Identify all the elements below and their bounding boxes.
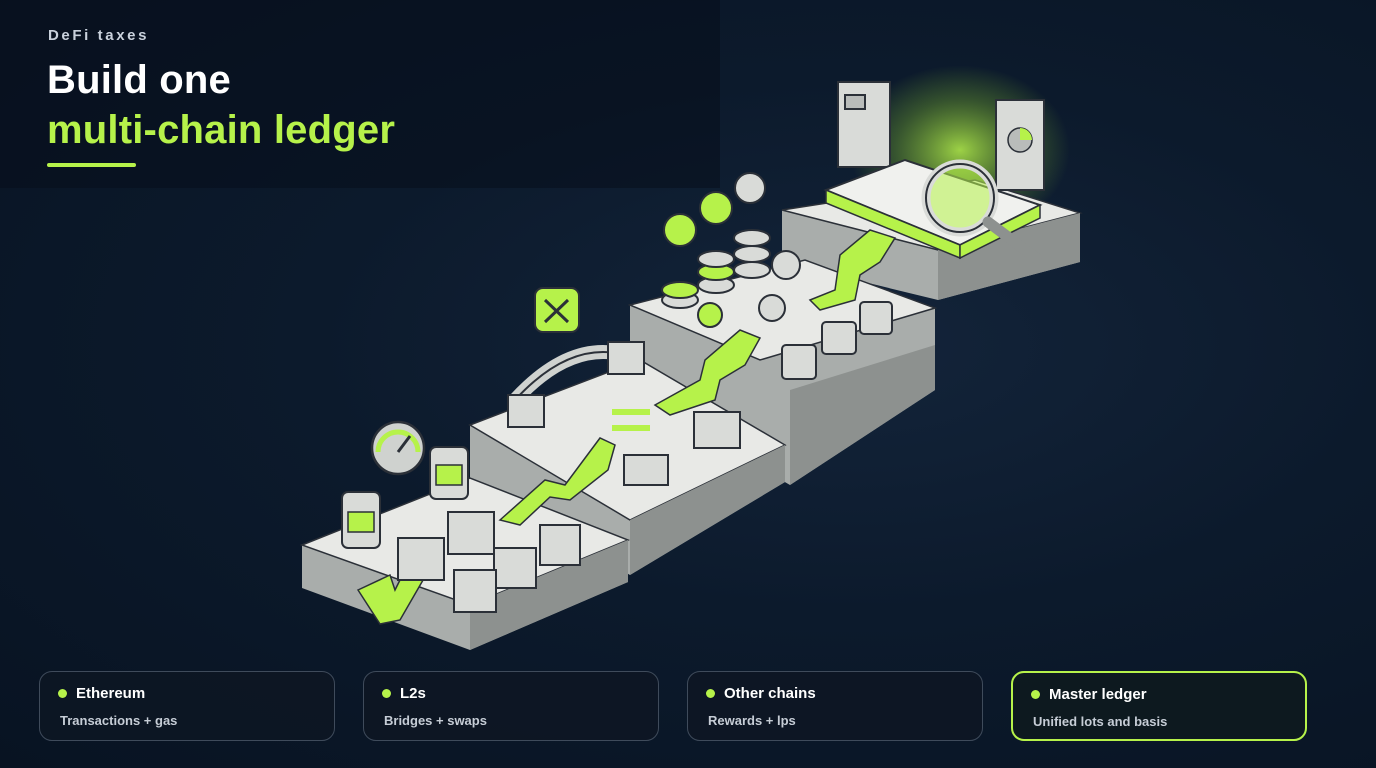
bridge-icon	[507, 341, 645, 428]
document-icon	[837, 81, 891, 168]
ethereum-cube-icon	[623, 411, 741, 486]
card-subtitle: Transactions + gas	[60, 713, 178, 728]
wallet-icon	[781, 301, 893, 380]
card-title: L2s	[400, 685, 426, 702]
card-subtitle: Unified lots and basis	[1033, 714, 1168, 729]
coin-icon	[663, 172, 801, 328]
ethereum-cube-icon	[397, 511, 581, 613]
coin-stack-icon	[661, 229, 771, 309]
card-l2s[interactable]: L2s Bridges + swaps	[363, 671, 659, 741]
magnifying-glass-icon	[921, 159, 1042, 264]
card-title: Other chains	[724, 685, 816, 702]
status-dot	[382, 689, 391, 698]
card-title: Master ledger	[1049, 686, 1147, 703]
title-underline	[47, 163, 136, 167]
fuel-can-icon	[429, 446, 469, 500]
gas-gauge-icon	[370, 420, 426, 476]
status-dot	[58, 689, 67, 698]
pie-chart-icon	[995, 99, 1045, 191]
status-dot	[1031, 690, 1040, 699]
card-title: Ethereum	[76, 685, 146, 702]
card-master-ledger[interactable]: Master ledger Unified lots and basis	[1011, 671, 1307, 741]
card-subtitle: Bridges + swaps	[384, 713, 487, 728]
fuel-can-icon	[341, 491, 381, 549]
eyebrow-label: DeFi taxes	[48, 27, 150, 44]
card-other-chains[interactable]: Other chains Rewards + lps	[687, 671, 983, 741]
status-dot	[706, 689, 715, 698]
swap-arrows-icon	[534, 287, 580, 333]
card-ethereum[interactable]: Ethereum Transactions + gas	[39, 671, 335, 741]
swap-arrows-icon	[612, 409, 650, 431]
page-title-line-1: Build one	[47, 58, 232, 102]
card-subtitle: Rewards + lps	[708, 713, 796, 728]
header-panel: DeFi taxes Build one multi-chain ledger	[0, 0, 720, 188]
page-title-line-2: multi-chain ledger	[47, 108, 396, 152]
